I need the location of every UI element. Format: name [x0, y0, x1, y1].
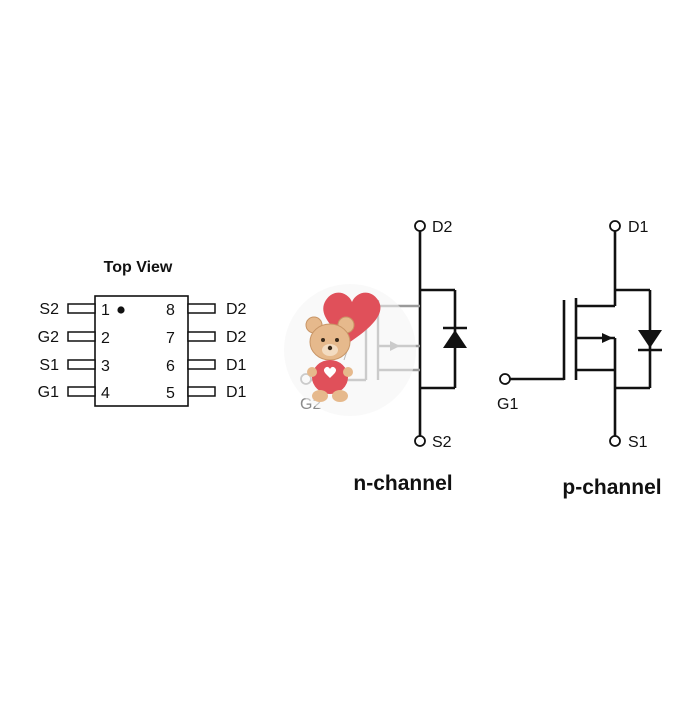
pin-number: 8	[166, 302, 175, 319]
pin-lead	[67, 386, 96, 397]
channel-arrow-icon	[602, 333, 613, 343]
bear-foot-left	[312, 390, 328, 402]
pin-label: S1	[39, 357, 59, 374]
pin-number: 7	[166, 330, 175, 347]
ic-body	[94, 295, 189, 407]
pin-label: D2	[226, 329, 247, 346]
pin-number: 2	[101, 330, 110, 347]
p-drain-label: D1	[628, 219, 649, 236]
source-terminal	[414, 435, 426, 447]
pin-number: 1	[101, 302, 110, 319]
drain-terminal	[609, 220, 621, 232]
p-channel-symbol	[499, 220, 662, 447]
right-pin-6: 6 D1	[166, 357, 247, 375]
pin-label: D1	[226, 357, 247, 374]
n-drain-label: D2	[432, 219, 453, 236]
bear-paw-left	[307, 367, 317, 377]
body-diode-icon	[638, 330, 662, 348]
package-title: Top View	[104, 259, 173, 276]
pin-lead	[67, 303, 96, 314]
pin-number: 5	[166, 385, 175, 402]
pin-number: 3	[101, 358, 110, 375]
pin-number: 4	[101, 385, 110, 402]
pin-lead	[187, 359, 216, 370]
pin-lead	[67, 359, 96, 370]
n-channel-caption: n-channel	[353, 472, 452, 495]
right-pin-5: 5 D1	[166, 384, 247, 402]
bear-eye-left	[321, 338, 325, 342]
pin-number: 6	[166, 358, 175, 375]
left-pin-1: S2 1	[39, 301, 110, 319]
p-channel-caption: p-channel	[562, 476, 661, 499]
left-pin-2: G2 2	[38, 329, 110, 347]
drain-terminal	[414, 220, 426, 232]
bear-foot-right	[332, 390, 348, 402]
right-pin-7: 7 D2	[166, 329, 247, 347]
pin-label: D1	[226, 384, 247, 401]
gate-terminal	[499, 373, 511, 385]
pin-label: G1	[38, 384, 59, 401]
p-gate-label: G1	[497, 396, 518, 413]
source-terminal	[609, 435, 621, 447]
pin-label: D2	[226, 301, 247, 318]
n-source-label: S2	[432, 434, 452, 451]
pin-lead	[187, 303, 216, 314]
left-pin-4: G1 4	[38, 384, 110, 402]
pin-label: S2	[39, 301, 59, 318]
pin1-marker-dot	[117, 306, 125, 314]
shirt-heart-icon	[323, 366, 337, 378]
bear-paw-right	[343, 367, 353, 377]
bear-eye-right	[335, 338, 339, 342]
right-pin-8: 8 D2	[166, 301, 247, 319]
pin-lead	[187, 331, 216, 342]
p-source-label: S1	[628, 434, 648, 451]
left-pin-3: S1 3	[39, 357, 110, 375]
pin-lead	[67, 331, 96, 342]
pin-label: G2	[38, 329, 59, 346]
teddy-bear-with-heart-icon	[284, 284, 416, 416]
pin-lead	[187, 386, 216, 397]
package-top-view: Top View S2 1 G2 2 S1 3 G1 4 8 D2	[38, 259, 247, 407]
body-diode-icon	[443, 330, 467, 348]
bear-nose	[327, 345, 333, 351]
